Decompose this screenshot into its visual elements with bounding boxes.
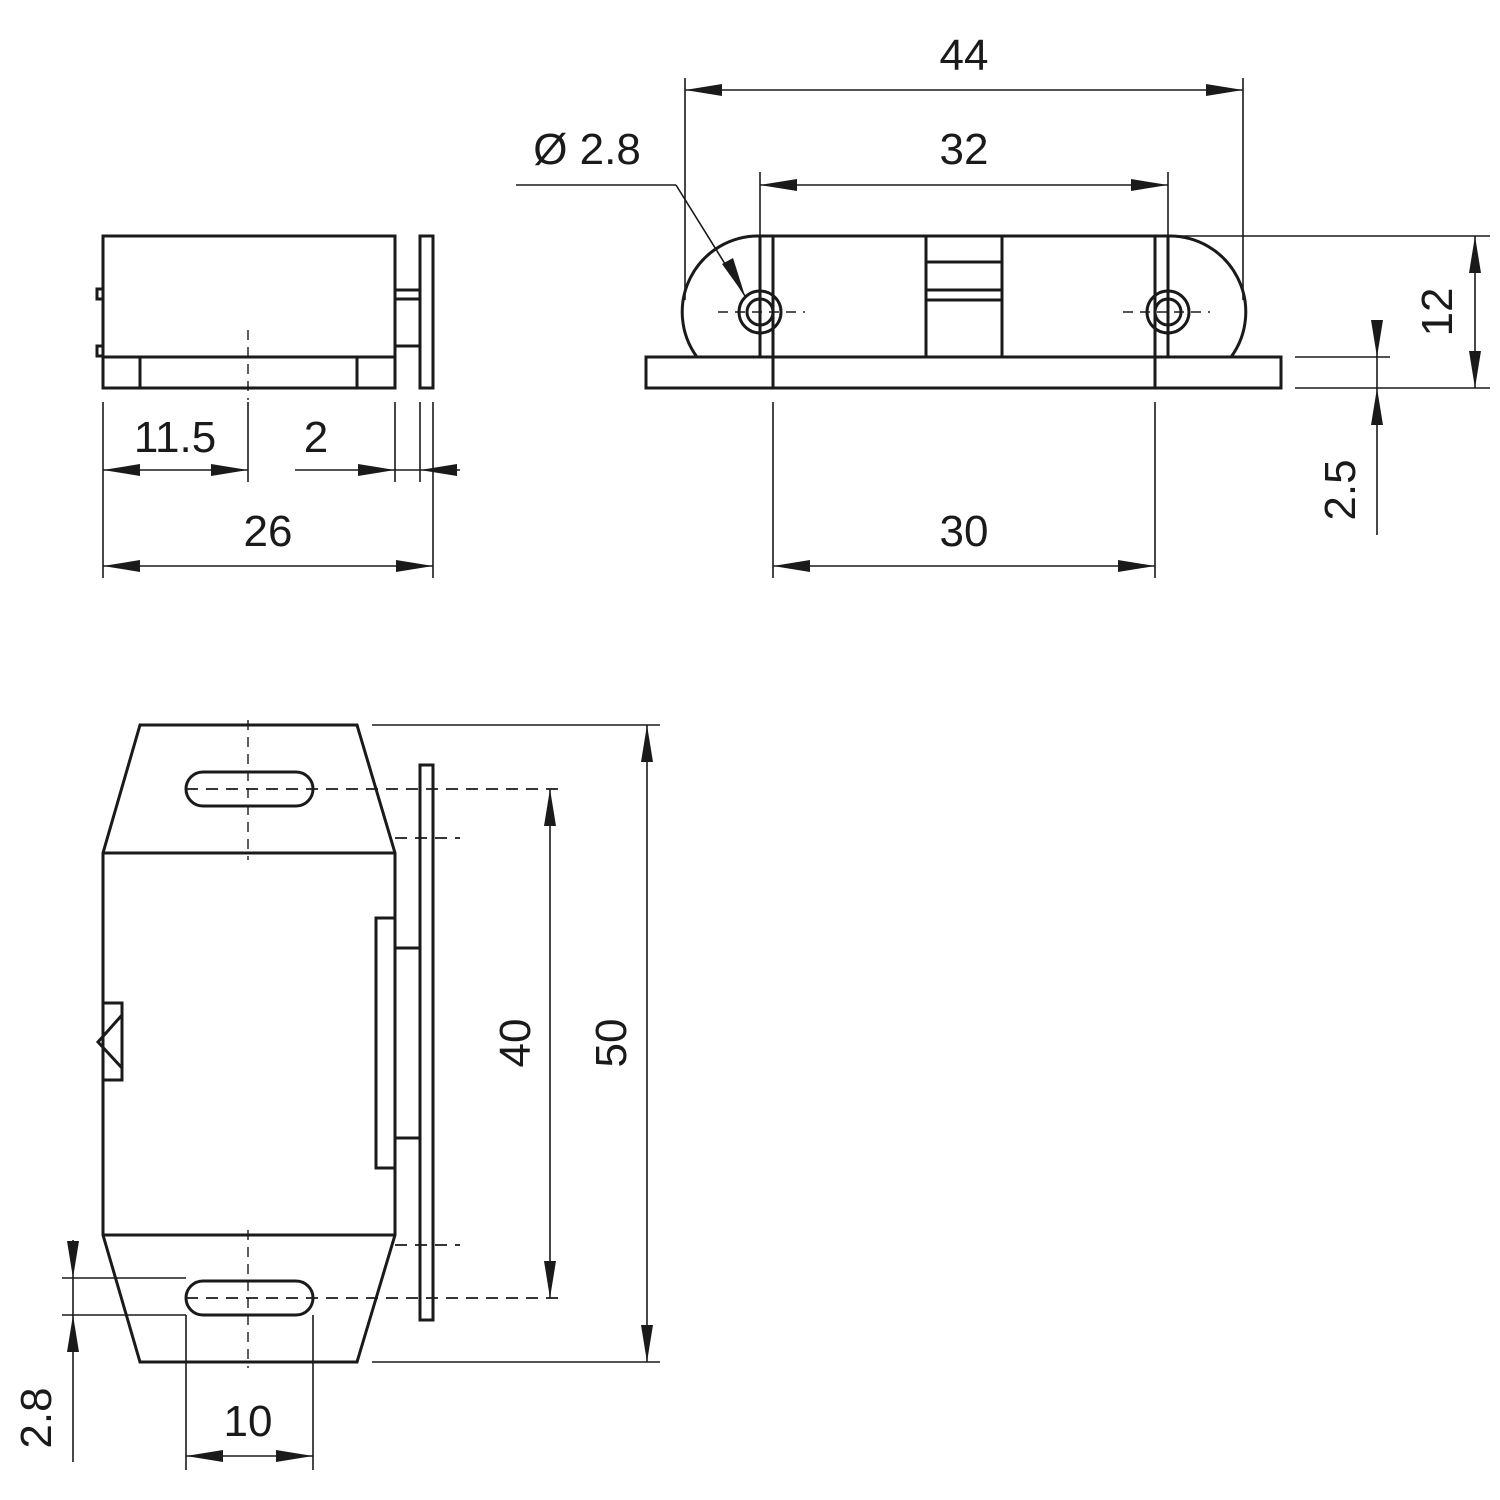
dim-30-label: 30 bbox=[940, 507, 989, 556]
arrow-head bbox=[773, 560, 810, 572]
arrow-head bbox=[760, 179, 797, 191]
arrow-head bbox=[1371, 320, 1383, 357]
dim-2-label: 2 bbox=[304, 413, 328, 462]
dim-2-5-label: 2.5 bbox=[1316, 459, 1365, 520]
center-slot bbox=[924, 234, 1004, 359]
arrow-head bbox=[420, 464, 457, 476]
arrow-head bbox=[1131, 179, 1168, 191]
arrow-head bbox=[67, 1315, 79, 1352]
arrow-head bbox=[103, 560, 140, 572]
magnet-housing bbox=[374, 916, 397, 1170]
arrow-head bbox=[186, 1450, 223, 1462]
arrow-head bbox=[544, 1261, 556, 1298]
arrow-head bbox=[1371, 388, 1383, 425]
dim-50-label: 50 bbox=[587, 1019, 636, 1068]
arrow-head bbox=[103, 464, 140, 476]
arrow-head bbox=[1469, 351, 1481, 388]
right-ear-outline bbox=[1155, 234, 1248, 358]
side-notch bbox=[103, 1001, 124, 1082]
top-body-outline bbox=[771, 234, 1157, 390]
dim-10-label: 10 bbox=[224, 1397, 273, 1446]
arrow-head bbox=[685, 84, 722, 96]
side-strike-plate bbox=[418, 234, 435, 390]
dim-26-label: 26 bbox=[244, 507, 293, 556]
front-body-outline bbox=[101, 723, 397, 1364]
arrow-head bbox=[67, 1241, 79, 1278]
dim-11-5-label: 11.5 bbox=[134, 413, 216, 462]
dim-40-label: 40 bbox=[491, 1019, 540, 1068]
arrow-head bbox=[358, 464, 395, 476]
dim-2-8-label: 2.8 bbox=[12, 1387, 61, 1448]
dim-32-label: 32 bbox=[940, 125, 989, 174]
arrow-head bbox=[1469, 236, 1481, 273]
top-view: 44 32 Ø 2.8 12 2.5 30 bbox=[516, 31, 1490, 578]
top-base-flange bbox=[644, 355, 1283, 390]
arrow-head bbox=[396, 560, 433, 572]
arrow-head bbox=[211, 464, 248, 476]
arrow-head bbox=[641, 725, 653, 762]
hole-diameter-label: Ø 2.8 bbox=[533, 125, 641, 174]
arrow-head bbox=[1118, 560, 1155, 572]
arrow-head bbox=[544, 789, 556, 826]
dim-44-label: 44 bbox=[940, 31, 989, 80]
arrow-head bbox=[641, 1325, 653, 1362]
side-body-outline bbox=[101, 234, 397, 390]
dim-12-label: 12 bbox=[1413, 288, 1462, 337]
front-strike-plate bbox=[418, 763, 435, 1322]
side-view: 11.5 2 26 bbox=[95, 234, 460, 578]
arrow-head bbox=[722, 258, 745, 296]
arrow-head bbox=[276, 1450, 313, 1462]
arrow-head bbox=[1206, 84, 1243, 96]
left-ear-outline bbox=[680, 234, 773, 358]
front-view: 40 50 2.8 10 bbox=[12, 720, 660, 1470]
